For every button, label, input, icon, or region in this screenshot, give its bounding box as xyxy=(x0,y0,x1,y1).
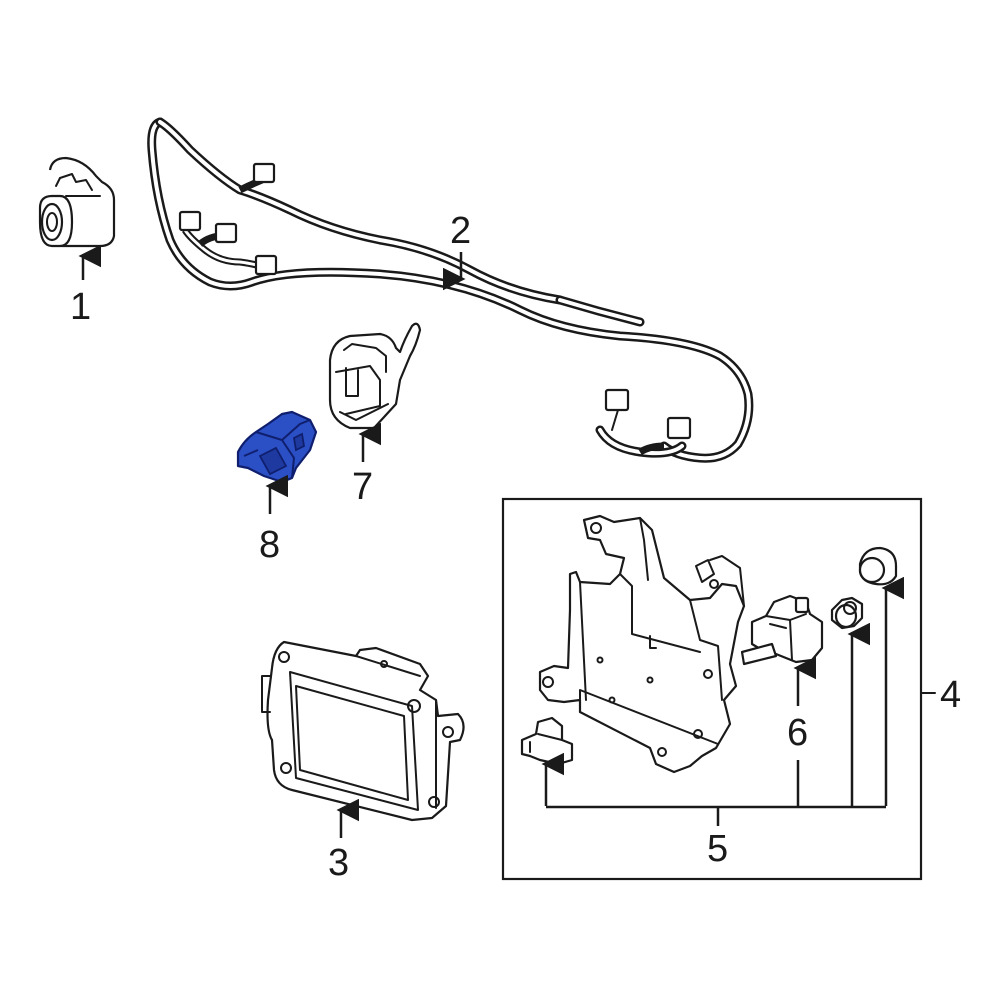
callout-6[interactable]: 6 xyxy=(787,712,809,754)
callout-7[interactable]: 7 xyxy=(352,466,374,508)
callout-5[interactable]: 5 xyxy=(707,828,729,870)
part-3-control-module[interactable] xyxy=(261,640,465,822)
callout-2[interactable]: 2 xyxy=(450,210,472,252)
callout-1[interactable]: 1 xyxy=(70,286,92,328)
part-4-mounting-bracket[interactable] xyxy=(538,514,746,774)
part-5-clip[interactable] xyxy=(520,716,574,766)
part-8-sensor-holder[interactable] xyxy=(236,410,318,484)
kit-box xyxy=(501,497,923,881)
part-2-wire-harness[interactable] xyxy=(147,117,754,463)
callout-3[interactable]: 3 xyxy=(328,842,350,884)
part-5-grommet-small[interactable] xyxy=(830,596,864,630)
callout-4[interactable]: 4 xyxy=(940,674,962,716)
leader-lines xyxy=(78,244,904,838)
part-5-grommet-cap[interactable] xyxy=(858,546,898,586)
part-1-parking-sensor[interactable] xyxy=(38,156,116,248)
part-6-sensor-assembly[interactable] xyxy=(740,594,824,666)
part-7-sensor-bracket[interactable] xyxy=(328,322,422,430)
callout-8[interactable]: 8 xyxy=(259,524,281,566)
